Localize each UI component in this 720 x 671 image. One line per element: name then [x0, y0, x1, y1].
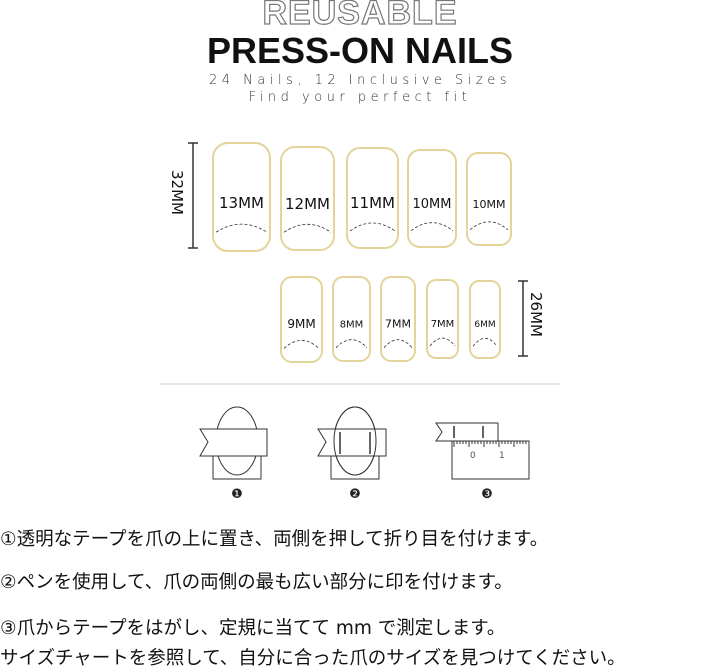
- nail-size-label: 12MM: [285, 195, 330, 213]
- length-label-32mm: 32MM: [168, 170, 186, 215]
- nail-size-shape: 7MM: [380, 276, 416, 362]
- nail-size-shape: 10MM: [466, 152, 512, 246]
- instruction-size-chart: サイズチャートを参照して、自分に合った爪のサイズを見つけてください。: [0, 648, 626, 669]
- cuticle-line: [283, 223, 332, 233]
- nail-size-shape: 8MM: [332, 276, 371, 362]
- cuticle-line: [383, 339, 413, 348]
- nail-size-shape: 6MM: [469, 280, 501, 359]
- instruction-step-2: ②ペンを使用して、爪の両側の最も広い部分に印を付けます。: [0, 572, 513, 593]
- nail-size-shape: 10MM: [407, 149, 457, 248]
- nail-size-shape: 11MM: [346, 147, 399, 249]
- nail-size-label: 10MM: [473, 198, 506, 211]
- length-label-26mm: 26MM: [527, 292, 545, 337]
- cuticle-line: [283, 340, 320, 349]
- subtitle-nails-count: 24 Nails, 12 Inclusive Sizes: [208, 73, 512, 88]
- nail-size-shape: 9MM: [280, 276, 323, 363]
- nail-size-shape: 12MM: [280, 146, 335, 251]
- page-title: PRESS-ON NAILS: [206, 30, 514, 71]
- nail-size-label: 10MM: [413, 197, 452, 212]
- step-1-marker: ❶: [231, 487, 243, 502]
- size-chart: 13MM 12MM 11MM 10MM 10MM 9MM 8MM 7MM 7MM 6MM 32MM…: [160, 142, 560, 502]
- ruler-icon: [435, 422, 530, 480]
- cuticle-line: [410, 222, 454, 232]
- length-bar-32mm: [188, 142, 198, 249]
- cuticle-line: [429, 337, 456, 347]
- nail-size-shape: 7MM: [426, 279, 459, 359]
- step-1-diagram: [199, 406, 268, 480]
- nail-size-label: 13MM: [219, 194, 264, 212]
- cuticle-line: [215, 223, 268, 233]
- nail-size-label: 7MM: [431, 319, 455, 330]
- nail-size-label: 6MM: [474, 320, 495, 330]
- nail-size-label: 8MM: [340, 319, 364, 330]
- nail-size-label: 7MM: [385, 317, 411, 330]
- cuticle-line: [335, 339, 368, 348]
- length-bar-26mm: [518, 280, 528, 357]
- cuticle-line: [469, 221, 509, 231]
- ruler-label-1: 1: [499, 451, 505, 461]
- instruction-step-1: ①透明なテープを爪の上に置き、両側を押して折り目を付けます。: [0, 529, 549, 550]
- nail-size-label: 11MM: [350, 194, 395, 212]
- subtitle-fit: Find your perfect fit: [248, 90, 472, 105]
- instruction-step-3: ③爪からテープをはがし、定規に当てて mm で測定します。: [0, 618, 506, 639]
- nail-size-label: 9MM: [287, 317, 315, 331]
- cuticle-line: [472, 337, 498, 347]
- step-2-marker: ❷: [349, 487, 361, 502]
- nail-size-shape: 13MM: [212, 142, 271, 252]
- step-2-diagram: [317, 406, 387, 480]
- reusable-heading: REUSABLE: [262, 0, 458, 33]
- ruler-label-0: 0: [470, 451, 476, 461]
- step-3-marker: ❸: [481, 487, 493, 502]
